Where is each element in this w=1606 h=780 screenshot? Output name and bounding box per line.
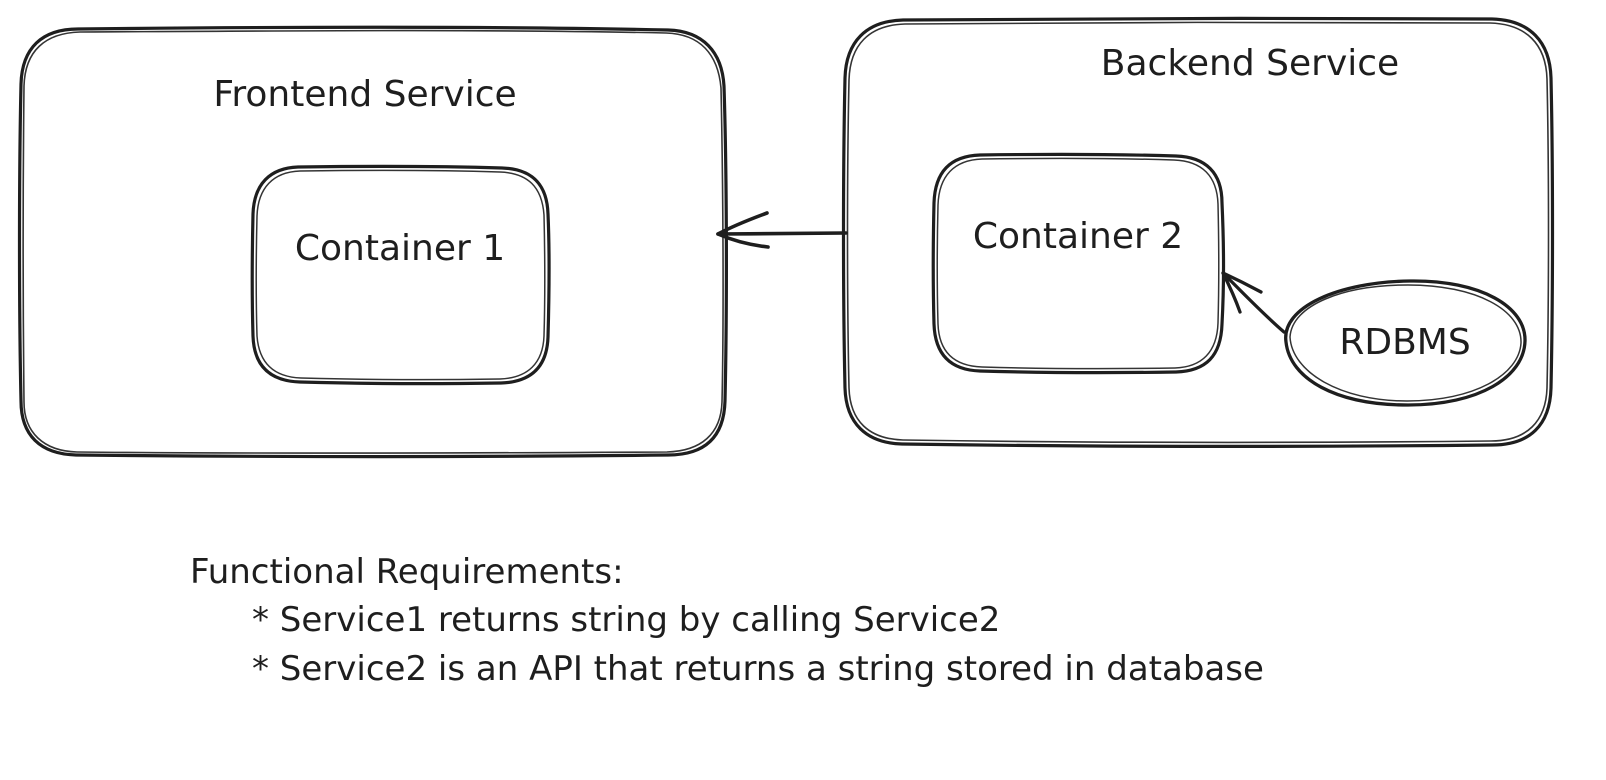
backend-to-frontend-arrow-head [716,211,770,249]
rdbms-ellipse-shadow [1289,284,1522,402]
rdbms-to-container-2-arrow-shaft [1221,271,1286,334]
container-2-label: Container 2 [973,216,1183,257]
container-1: Container 1 [250,164,551,386]
rdbms-label: RDBMS [1339,322,1470,363]
container-2-box-shadow [936,157,1220,370]
container-2-box [931,152,1226,375]
rdbms-to-container-2-arrow [1221,271,1286,334]
functional-requirements: Functional Requirements: * Service1 retu… [190,552,1264,689]
requirements-title: Functional Requirements: [190,552,624,592]
backend-service-box-shadow [846,21,1550,444]
backend-to-frontend-arrow [716,211,848,249]
frontend-service-box [17,25,728,459]
requirement-item-2: * Service2 is an API that returns a stri… [252,649,1264,689]
rdbms-to-container-2-arrow-head [1221,271,1263,314]
frontend-service: Frontend Service Container 1 [17,25,728,459]
rdbms-ellipse [1284,279,1527,407]
backend-service-title: Backend Service [1101,43,1399,84]
container-1-box-shadow [255,169,546,381]
rdbms: RDBMS [1284,279,1527,407]
container-1-label: Container 1 [295,228,505,269]
backend-service-box [841,16,1555,448]
container-2: Container 2 [931,152,1226,375]
frontend-service-box-shadow [22,29,724,454]
backend-service: Backend Service Container 2 RDBMS [841,16,1555,448]
backend-to-frontend-arrow-shaft [716,231,848,236]
frontend-service-title: Frontend Service [213,74,516,115]
requirement-item-1: * Service1 returns string by calling Ser… [252,600,1000,640]
container-1-box [250,164,551,386]
